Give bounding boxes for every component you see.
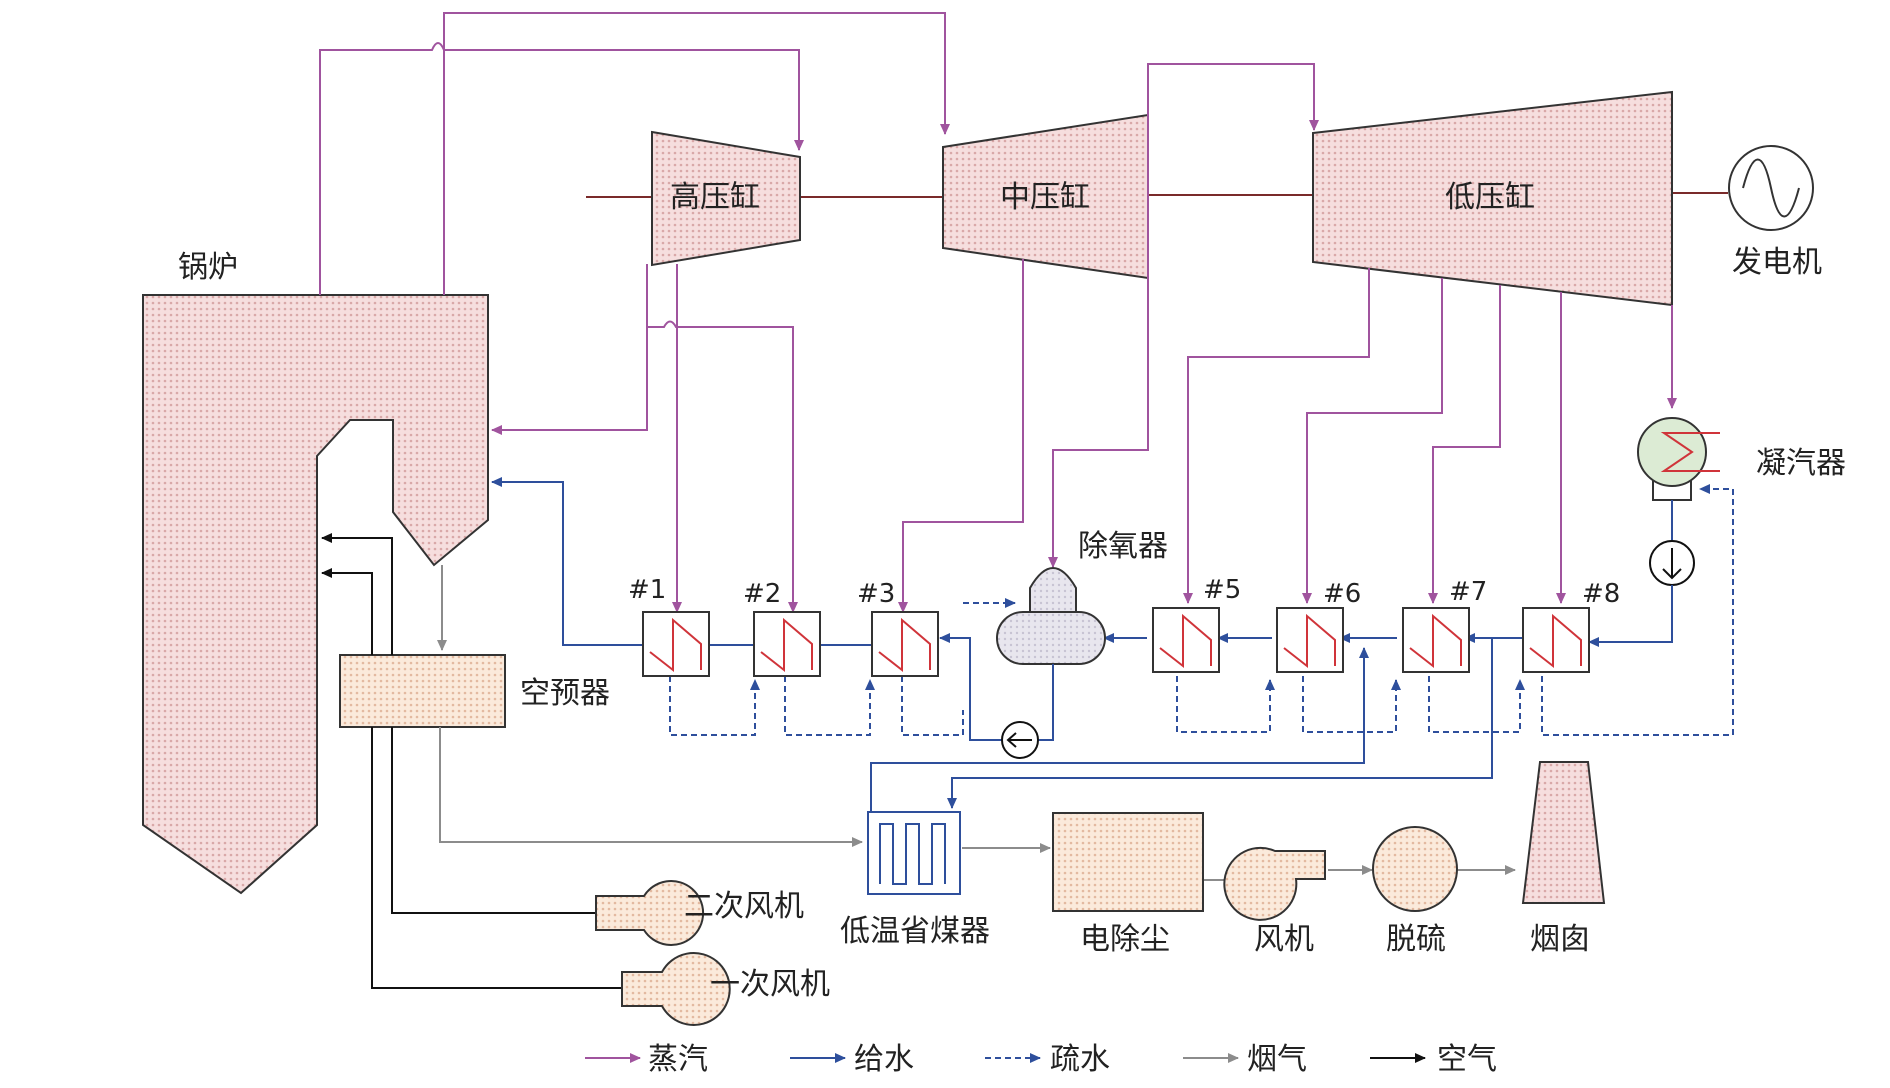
- heater-8: [1522, 607, 1590, 673]
- steam-lines: [319, 12, 1677, 613]
- economizer-label: 低温省煤器: [840, 914, 990, 949]
- heater-2: [753, 611, 821, 677]
- low-temp-economizer: [867, 811, 961, 895]
- svg-text:烟气: 烟气: [1247, 1042, 1307, 1077]
- heater-label: #1: [628, 575, 666, 605]
- air-preheater: [339, 654, 506, 728]
- heaters: [642, 607, 1590, 677]
- desulfurization: [1372, 826, 1458, 912]
- fan-label: 风机: [1254, 922, 1314, 957]
- lp-turbine-label: 低压缸: [1445, 180, 1535, 215]
- heater-6: [1276, 607, 1344, 673]
- heater-label: #7: [1449, 577, 1487, 607]
- fgd-label: 脱硫: [1386, 922, 1446, 957]
- heater-3: [871, 611, 939, 677]
- condenser: [1637, 417, 1720, 501]
- ip-turbine-label: 中压缸: [1000, 180, 1090, 215]
- feed-pump-icon: [1001, 664, 1054, 759]
- air-preheater-label: 空预器: [520, 676, 610, 711]
- heater-7: [1402, 607, 1470, 673]
- hp-turbine-label: 高压缸: [670, 180, 760, 215]
- svg-text:给水: 给水: [854, 1042, 914, 1077]
- svg-text:疏水: 疏水: [1050, 1042, 1110, 1077]
- heater-label: #5: [1203, 575, 1241, 605]
- legend-item-air: 空气: [1370, 1042, 1497, 1077]
- induced-draft-fan-icon: [1223, 846, 1326, 921]
- chimney-label: 烟囱: [1530, 922, 1590, 957]
- condensate-pump-icon: [1649, 500, 1695, 586]
- boiler-label: 锅炉: [178, 250, 238, 285]
- legend-item-feedwater: 给水: [790, 1042, 914, 1077]
- deaerator: [996, 567, 1106, 665]
- deaerator-label: 除氧器: [1078, 529, 1168, 564]
- legend: 蒸汽 给水 疏水 烟气 空气: [585, 1042, 1497, 1077]
- air-lines: [321, 533, 621, 989]
- legend-item-drain: 疏水: [985, 1042, 1110, 1077]
- legend-item-steam: 蒸汽: [585, 1042, 708, 1077]
- flue-gas-lines: [437, 565, 1516, 885]
- heater-1: [642, 611, 710, 677]
- heater-label: #8: [1582, 579, 1620, 609]
- secondary-fan-label: 二次风机: [684, 889, 804, 924]
- electrostatic-precipitator: [1052, 812, 1204, 912]
- esp-label: 电除尘: [1080, 922, 1170, 957]
- secondary-fan-icon: [595, 880, 705, 946]
- turbine-shaft: [586, 192, 1728, 198]
- svg-text:空气: 空气: [1437, 1042, 1497, 1077]
- heater-label: #6: [1323, 579, 1361, 609]
- generator-icon: [1728, 145, 1814, 231]
- generator-label: 发电机: [1732, 245, 1822, 280]
- legend-item-flue-gas: 烟气: [1183, 1042, 1307, 1077]
- primary-fan-label: 一次风机: [710, 967, 830, 1002]
- drain-lines: [669, 484, 1734, 736]
- primary-fan-icon: [621, 952, 731, 1026]
- boiler: [142, 294, 489, 895]
- heater-5: [1152, 607, 1220, 673]
- svg-text:蒸汽: 蒸汽: [648, 1042, 708, 1077]
- heater-label: #3: [857, 579, 895, 609]
- chimney: [1521, 761, 1606, 904]
- heater-label: #2: [743, 579, 781, 609]
- condenser-label: 凝汽器: [1756, 446, 1846, 481]
- hp-turbine: [651, 130, 801, 267]
